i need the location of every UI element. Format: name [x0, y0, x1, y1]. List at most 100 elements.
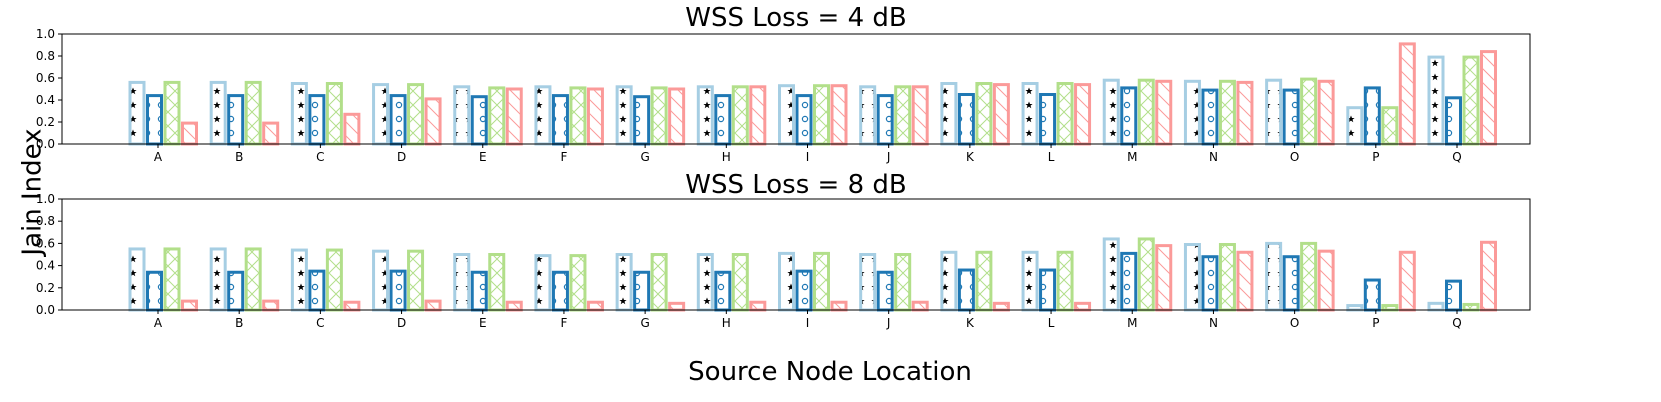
x-tick-label: G — [640, 150, 649, 164]
bar-series-3-C — [325, 82, 343, 146]
bar-series-2-I — [795, 94, 813, 146]
bar-series-3-F — [569, 86, 587, 146]
bar-series-2-K — [957, 268, 975, 312]
bar-series-3-K — [975, 82, 993, 146]
x-tick-label: P — [1372, 150, 1379, 164]
bar-series-1-P — [1346, 106, 1364, 146]
y-tick-label: 0.8 — [36, 49, 55, 63]
bar-series-1-C — [290, 82, 308, 146]
bar-series-4-A — [181, 299, 198, 312]
panel-title: WSS Loss = 4 dB — [685, 3, 906, 33]
bar-series-4-C — [343, 112, 361, 146]
y-tick-label: 0.4 — [36, 259, 55, 273]
bar-series-4-B — [262, 121, 280, 146]
bar-series-1-I — [778, 84, 795, 146]
bar-series-1-L — [1021, 82, 1039, 146]
x-tick-label: J — [886, 150, 891, 164]
x-tick-label: C — [316, 316, 324, 330]
bar-series-1-B — [209, 80, 227, 146]
bar-series-1-I — [778, 251, 795, 312]
bar-series-1-L — [1021, 250, 1039, 312]
bar-series-2-Q — [1445, 279, 1462, 312]
x-tick-label: A — [154, 150, 163, 164]
bar-series-3-Q — [1462, 55, 1480, 146]
bar-series-4-D — [424, 299, 442, 312]
bar-series-1-M — [1102, 237, 1120, 312]
y-tick-label: 0.0 — [36, 303, 55, 317]
bar-series-2-L — [1039, 268, 1057, 312]
bar-series-3-F — [569, 254, 587, 312]
bar-series-3-N — [1218, 79, 1236, 146]
bar-series-2-H — [714, 94, 732, 146]
x-axis-label: Source Node Location — [688, 357, 972, 387]
bar-series-3-H — [731, 85, 749, 146]
bar-series-1-C — [290, 248, 308, 312]
x-tick-label: G — [640, 316, 649, 330]
bar-series-1-F — [534, 254, 552, 312]
x-tick-label: K — [966, 316, 975, 330]
bar-series-2-H — [714, 270, 732, 312]
bar-series-2-A — [146, 270, 163, 312]
bar-series-4-A — [181, 121, 198, 146]
bar-series-4-O — [1317, 249, 1335, 312]
y-tick-label: 0.6 — [36, 71, 55, 85]
bar-series-1-H — [696, 85, 714, 146]
x-tick-label: O — [1290, 316, 1299, 330]
y-tick-label: 0.8 — [36, 214, 55, 228]
x-tick-label: N — [1209, 150, 1218, 164]
x-tick-label: B — [235, 316, 243, 330]
bar-series-1-G — [615, 85, 633, 146]
bar-series-4-K — [992, 83, 1010, 146]
bar-series-4-H — [749, 300, 767, 312]
bar-series-4-J — [911, 300, 929, 312]
bar-series-2-C — [308, 269, 326, 312]
x-tick-label: J — [886, 316, 891, 330]
bar-series-2-F — [551, 270, 569, 312]
x-tick-label: I — [806, 316, 810, 330]
y-tick-label: 0.4 — [36, 93, 55, 107]
bar-series-1-J — [859, 253, 877, 312]
bar-series-4-D — [424, 97, 442, 146]
bar-series-4-Q — [1480, 50, 1497, 146]
bar-series-3-B — [244, 247, 262, 312]
bar-series-3-G — [650, 253, 668, 312]
bar-series-3-I — [813, 84, 830, 146]
bar-series-1-A — [128, 247, 146, 312]
bar-series-2-M — [1120, 251, 1138, 312]
bar-series-3-H — [731, 253, 749, 312]
bar-series-2-C — [308, 94, 326, 146]
plot-frame — [61, 198, 1531, 311]
bar-series-2-N — [1201, 88, 1219, 146]
bar-series-1-N — [1183, 243, 1201, 312]
bar-series-2-E — [470, 270, 488, 312]
bar-series-3-M — [1137, 78, 1155, 146]
bar-series-3-Q — [1462, 302, 1480, 312]
bar-series-1-G — [615, 253, 633, 312]
bar-series-1-O — [1265, 241, 1283, 312]
bar-series-3-P — [1381, 106, 1399, 146]
bar-series-3-I — [813, 251, 830, 312]
bar-series-3-A — [163, 80, 181, 146]
bar-series-2-D — [389, 94, 407, 146]
bar-series-1-E — [453, 85, 471, 146]
bar-series-1-D — [372, 249, 390, 312]
bar-series-1-N — [1183, 79, 1201, 146]
y-tick-label: 0.2 — [36, 281, 55, 295]
bar-series-3-N — [1218, 243, 1236, 312]
bar-series-2-G — [633, 270, 651, 312]
x-tick-label: C — [316, 150, 324, 164]
bar-series-2-B — [227, 270, 245, 312]
bar-series-2-E — [470, 95, 488, 146]
bar-series-4-L — [1074, 301, 1092, 312]
bar-series-3-E — [488, 253, 506, 312]
bar-series-1-F — [534, 85, 552, 146]
y-tick-label: 1.0 — [36, 192, 55, 206]
bar-series-3-O — [1300, 77, 1318, 146]
bar-series-2-O — [1282, 255, 1300, 312]
bar-series-1-K — [940, 82, 958, 146]
y-tick-label: 1.0 — [36, 27, 55, 41]
bar-series-2-L — [1039, 93, 1057, 146]
bar-series-2-M — [1120, 86, 1138, 146]
bar-series-2-P — [1363, 86, 1381, 146]
y-tick-label: 0.0 — [36, 137, 55, 151]
